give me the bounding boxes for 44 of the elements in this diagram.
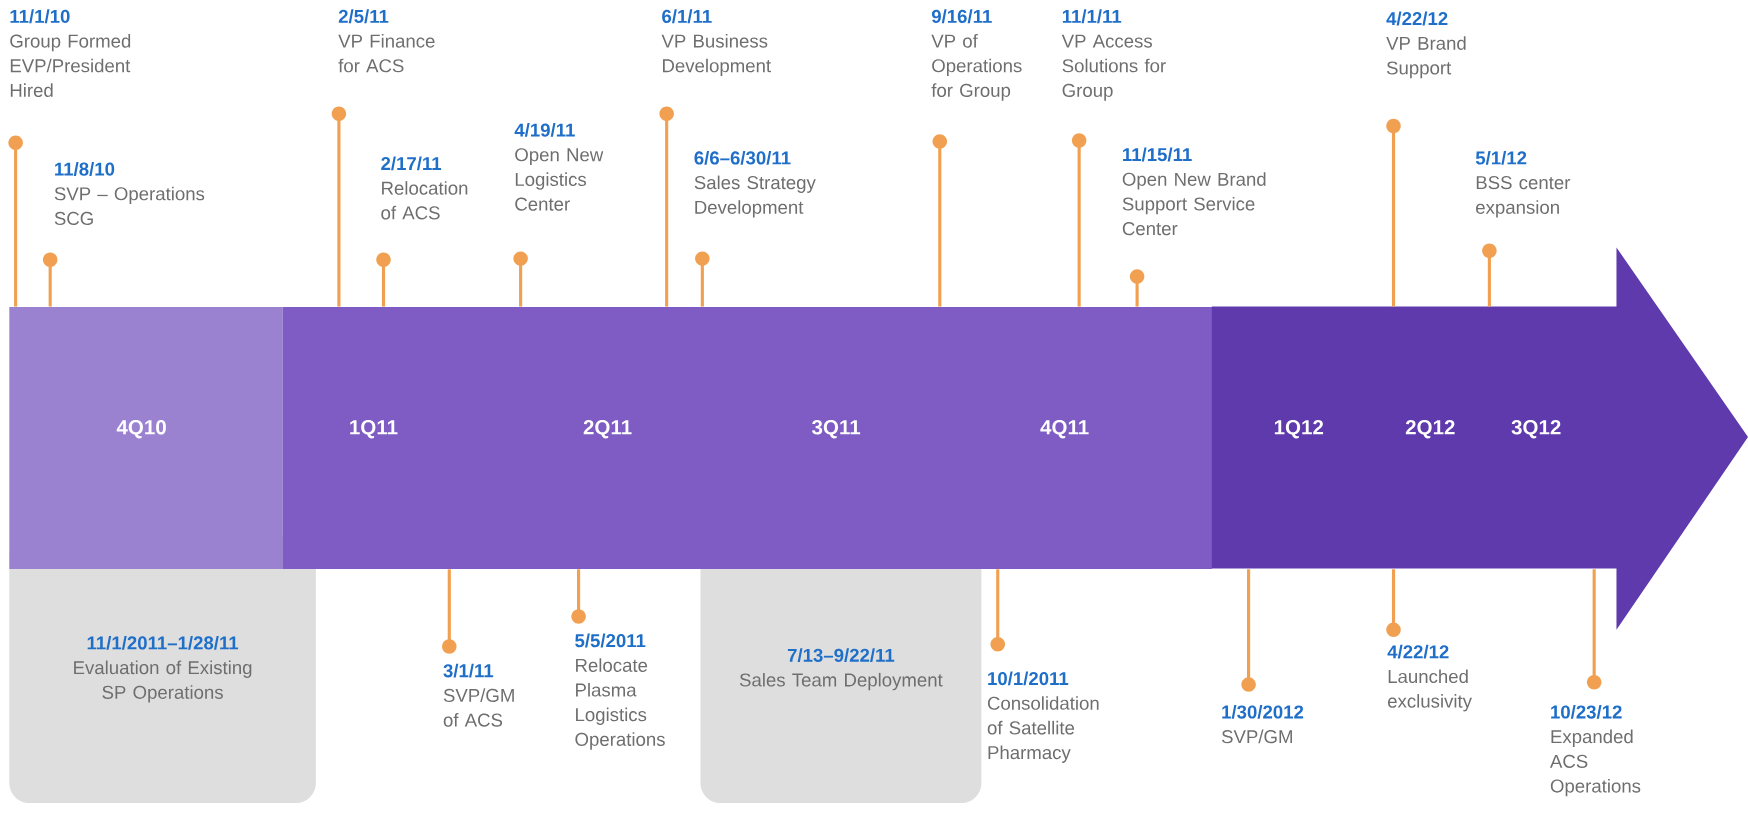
milestone-text: 9/16/11 VP of Operations for Group [931,9,1022,101]
milestone-text: 2/5/11 VP Finance for ACS [338,9,435,73]
milestone-text: 4/22/12 Launched exclusivity [1387,644,1472,712]
milestone-text: 10/23/12 Expanded ACS Operations [1550,704,1641,797]
quarter-label: 1Q11 [350,419,398,439]
leader-line [1386,118,1401,307]
leader-line [1129,269,1145,307]
leader-line [571,569,586,624]
milestone-text: 11/8/10 SVP – Operations SCG [54,161,205,225]
milestone-text: 6/1/11 VP Business Development [661,9,771,76]
quarter-label: 4Q10 [116,419,166,439]
leader-line [695,251,710,307]
leader-line [1241,569,1256,692]
milestone-text: 11/15/11 Open New Brand Support Service Center [1122,147,1266,236]
milestone-text: 2/17/11 Relocation of ACS [381,156,468,220]
leader-line [1386,569,1401,637]
leader-line [1482,243,1497,307]
leader-line [932,134,948,307]
milestone-text: 3/1/11 SVP/GM of ACS [443,663,514,727]
milestone-text: 11/1/10 Group Formed EVP/President Hired [10,9,131,97]
quarter-label: 3Q12 [1511,419,1561,439]
quarter-label: 3Q11 [812,419,861,439]
milestone-text: 4/22/12 VP Brand Support [1386,11,1466,79]
milestone-text: 5/5/2011 Relocate Plasma Logistics Operations [575,633,665,750]
leader-line [331,106,347,307]
milestone-text: 10/1/2011 Consolidation of Satellite Pharmacy [987,671,1099,763]
leader-line [376,252,391,307]
milestone-text: 11/1/11 VP Access Solutions for Group [1061,9,1166,101]
quarter-label: 2Q12 [1405,419,1455,439]
leader-line [442,569,457,654]
milestone-text: 6/6–6/30/11 Sales Strategy Development [694,150,816,218]
leader-line [659,106,674,307]
quarter-label: 4Q11 [1040,419,1089,439]
leader-line [8,135,23,307]
milestone-text: 4/19/11 Open New Logistics Center [514,122,604,211]
leader-line [990,569,1005,652]
leader-line [42,252,58,307]
quarter-label: 1Q12 [1274,419,1324,439]
quarter-label: 2Q11 [583,419,632,439]
leader-line [1586,569,1602,690]
milestone-text: 1/30/2012 SVP/GM [1221,704,1304,744]
leader-line [513,251,528,307]
leader-line [1071,133,1087,307]
milestone-text: 5/1/12 BSS center expansion [1475,150,1571,218]
